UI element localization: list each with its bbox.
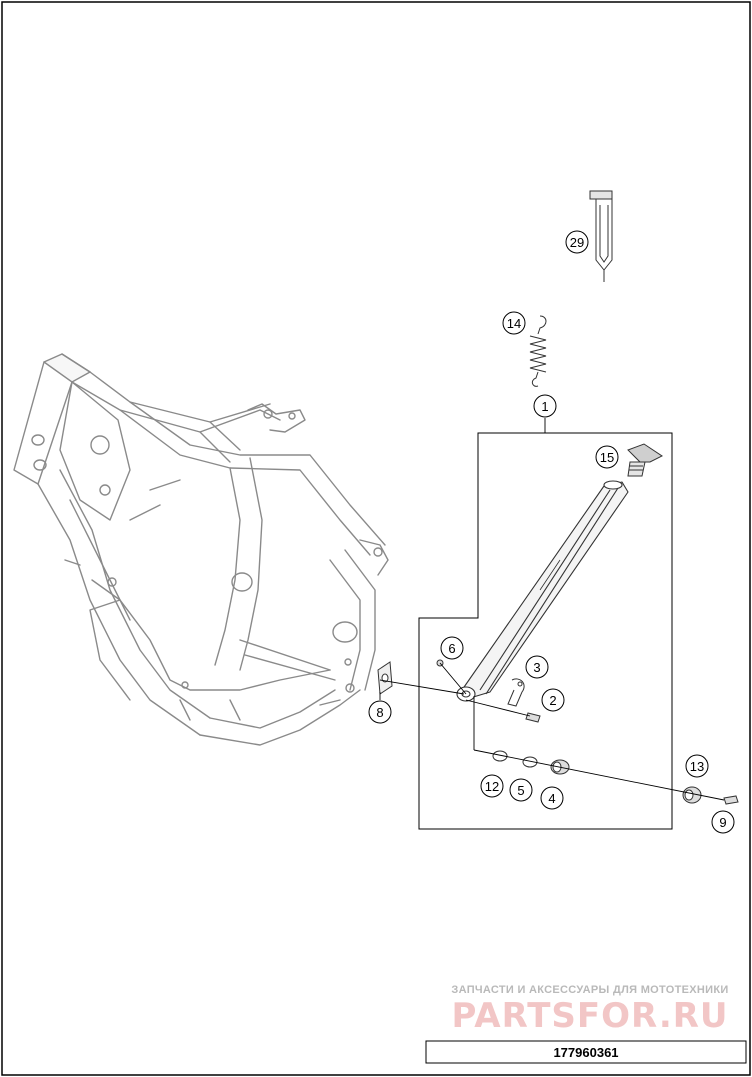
callout-8-label: 8 bbox=[376, 705, 383, 720]
washer-5-part bbox=[522, 756, 538, 768]
callout-14[interactable]: 14 bbox=[502, 311, 526, 335]
washer-12-part bbox=[492, 750, 508, 762]
bolt-9-part bbox=[723, 795, 739, 805]
callout-6-label: 6 bbox=[448, 641, 455, 656]
watermark-subtitle: ЗАПЧАСТИ И АКСЕССУАРЫ ДЛЯ МОТОТЕХНИКИ bbox=[451, 984, 728, 996]
side-stand-leg-drawing bbox=[456, 480, 629, 702]
callout-4-label: 4 bbox=[548, 791, 555, 806]
callout-15-label: 15 bbox=[600, 450, 614, 465]
callout-2-label: 2 bbox=[549, 693, 556, 708]
callout-1[interactable]: 1 bbox=[533, 394, 557, 418]
document-number-box bbox=[425, 1040, 747, 1064]
callout-14-label: 14 bbox=[507, 316, 521, 331]
callout-2[interactable]: 2 bbox=[541, 688, 565, 712]
bracket-3-part bbox=[507, 678, 525, 707]
callout-4[interactable]: 4 bbox=[540, 786, 564, 810]
callout-3[interactable]: 3 bbox=[525, 655, 549, 679]
leader-lines bbox=[379, 418, 725, 801]
plate-8-part bbox=[377, 661, 393, 695]
motorcycle-frame-drawing bbox=[13, 353, 389, 746]
watermark-brand: PARTSFOR.RU bbox=[451, 996, 728, 1036]
callout-15[interactable]: 15 bbox=[595, 445, 619, 469]
callout-29[interactable]: 29 bbox=[565, 230, 589, 254]
callout-29-label: 29 bbox=[570, 235, 584, 250]
retaining-strap-part bbox=[589, 190, 613, 282]
callout-5[interactable]: 5 bbox=[509, 778, 533, 802]
callout-1-label: 1 bbox=[541, 399, 548, 414]
callout-6[interactable]: 6 bbox=[440, 636, 464, 660]
callout-13-label: 13 bbox=[690, 759, 704, 774]
document-number: 177960361 bbox=[553, 1045, 618, 1060]
callout-3-label: 3 bbox=[533, 660, 540, 675]
callout-5-label: 5 bbox=[517, 783, 524, 798]
callout-13[interactable]: 13 bbox=[685, 754, 709, 778]
callout-12-label: 12 bbox=[485, 779, 499, 794]
callout-9-label: 9 bbox=[719, 815, 726, 830]
rubber-foot-part bbox=[627, 443, 663, 477]
callout-12[interactable]: 12 bbox=[480, 774, 504, 798]
callout-9[interactable]: 9 bbox=[711, 810, 735, 834]
assembly-1-group-outline bbox=[418, 432, 673, 830]
callout-8[interactable]: 8 bbox=[368, 700, 392, 724]
spring-part bbox=[529, 315, 547, 387]
bolt-2-part bbox=[525, 712, 541, 723]
